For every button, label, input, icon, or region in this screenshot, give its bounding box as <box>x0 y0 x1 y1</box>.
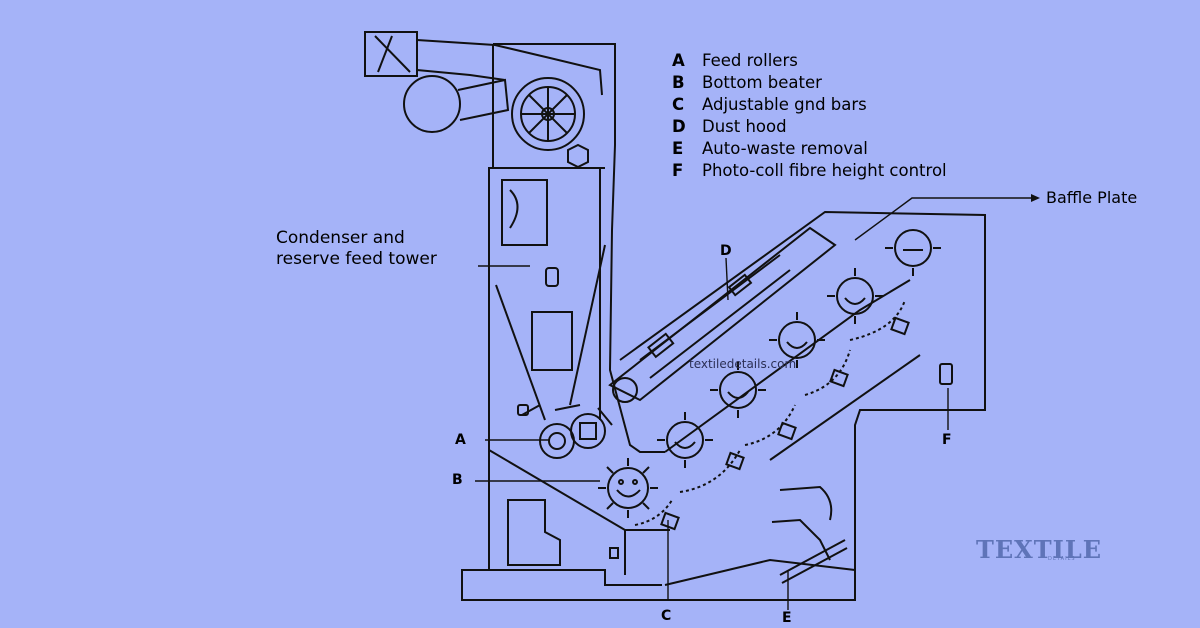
legend-text: Photo-coll fibre height control <box>702 161 947 180</box>
feed-roller-2 <box>570 413 606 449</box>
watermark: textiledetails.com <box>689 357 797 371</box>
label-e: E <box>782 610 792 626</box>
legend-key: F <box>672 161 684 180</box>
legend-item: C Adjustable gnd bars <box>672 94 947 116</box>
condenser-fan <box>364 31 603 169</box>
label-a: A <box>455 432 466 448</box>
label-f: F <box>942 432 952 448</box>
legend-key: B <box>672 73 685 92</box>
condenser-label: Condenser and reserve feed tower <box>276 228 437 270</box>
label-c: C <box>661 608 672 624</box>
legend: A Feed rollers B Bottom beater C Adjustable… <box>672 50 947 182</box>
legend-text: Dust hood <box>702 117 787 136</box>
bottom-beater <box>607 467 649 509</box>
legend-key: A <box>672 51 685 70</box>
dust-hood <box>608 226 837 402</box>
baffle-plate-label: Baffle Plate <box>1046 188 1138 207</box>
legend-key: D <box>672 117 686 136</box>
legend-text: Feed rollers <box>702 51 798 70</box>
beater-rollers <box>657 229 941 468</box>
tower-outline <box>461 43 986 601</box>
legend-item: F Photo-coll fibre height control <box>672 160 947 182</box>
condenser-label-line2: reserve feed tower <box>276 249 437 269</box>
legend-item: A Feed rollers <box>672 50 947 72</box>
legend-item: B Bottom beater <box>672 72 947 94</box>
legend-text: Bottom beater <box>702 73 822 92</box>
label-d: D <box>720 243 732 259</box>
legend-key: C <box>672 95 685 114</box>
logo-subtitle: DETAILS <box>1048 556 1076 562</box>
feed-roller-1 <box>539 423 575 459</box>
legend-item: D Dust hood <box>672 116 947 138</box>
label-b: B <box>452 472 463 488</box>
photo-cell <box>939 363 953 385</box>
legend-item: E Auto-waste removal <box>672 138 947 160</box>
legend-key: E <box>672 139 684 158</box>
textile-details-logo: TEXTILE <box>976 535 1103 564</box>
condenser-label-line1: Condenser and <box>276 228 405 248</box>
legend-text: Auto-waste removal <box>702 139 868 158</box>
legend-text: Adjustable gnd bars <box>702 95 867 114</box>
